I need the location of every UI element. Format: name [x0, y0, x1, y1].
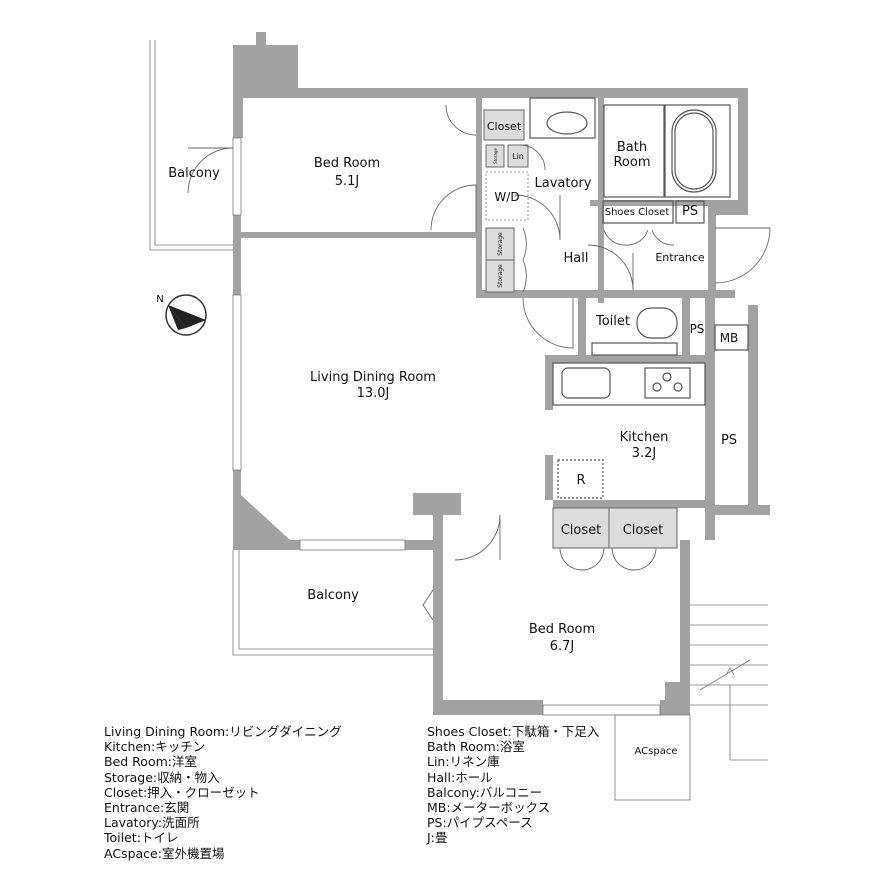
closet-top — [483, 109, 525, 141]
legend-item: Lavatory:洗面所 — [104, 815, 200, 831]
storage-small — [485, 144, 505, 168]
legend-item: PS:パイプスペース — [427, 815, 533, 831]
storage-small-label: Storage — [493, 148, 498, 164]
ps-box-1 — [675, 200, 705, 224]
bed-room-2-label: Bed Room — [529, 622, 595, 637]
balcony-outline-bottom — [232, 550, 433, 656]
kitchen-size: 3.2J — [632, 446, 657, 461]
bathtub — [664, 104, 731, 198]
balcony-2-label: Balcony — [307, 588, 359, 603]
legend-item: J:畳 — [427, 830, 448, 846]
washer-space — [485, 171, 529, 221]
living-label: Living Dining Room — [310, 370, 436, 385]
living-size: 13.0J — [357, 386, 390, 401]
bath-floor — [603, 104, 665, 198]
closet-1 — [552, 507, 610, 549]
legend-item: Closet:押入・クローゼット — [104, 784, 260, 800]
hall-label: Hall — [564, 251, 589, 266]
balcony-1-label: Balcony — [168, 166, 220, 181]
fridge-space — [557, 459, 604, 499]
shoes-closet-box — [602, 200, 674, 224]
toilet-fixture — [591, 307, 678, 356]
fridge-label: R — [576, 473, 585, 488]
north-label: N — [156, 294, 163, 305]
closet-top-label: Closet — [487, 120, 522, 133]
legend-item: Bed Room:洋室 — [104, 754, 197, 770]
doors — [187, 104, 771, 621]
storage-2-label: Storage — [497, 264, 504, 288]
ps-3-label: PS — [721, 433, 737, 448]
legend-item: Lin:リネン庫 — [427, 754, 500, 770]
legend-item: MB:メーターボックス — [427, 800, 551, 816]
lavatory-label: Lavatory — [535, 176, 592, 191]
legend-item: Storage:収納・物入 — [104, 769, 220, 785]
windows — [232, 137, 661, 716]
kitchen-counter — [552, 362, 706, 406]
north-compass-icon: N — [156, 294, 207, 336]
storage-1-label: Storage — [497, 232, 504, 256]
legend-item: Kitchen:キッチン — [104, 739, 206, 755]
legend-right: Shoes Closet:下駄箱・下足入 Bath Room:浴室 Lin:リネ… — [427, 724, 599, 846]
balcony-outline-top — [149, 40, 233, 251]
lin-label: Lin — [512, 152, 524, 161]
kitchen-label: Kitchen — [620, 430, 669, 445]
closet-2 — [608, 507, 678, 549]
bed-room-2-size: 6.7J — [550, 639, 575, 654]
walls — [233, 32, 770, 715]
entrance-label: Entrance — [655, 251, 705, 264]
wd-label: W/D — [494, 190, 519, 204]
legend-item: Entrance:玄関 — [104, 800, 190, 816]
mb-box — [714, 324, 749, 351]
ps-1-label: PS — [682, 204, 698, 219]
bed-room-1-label: Bed Room — [314, 156, 380, 171]
shoes-closet-label: Shoes Closet — [605, 207, 670, 218]
toilet-label: Toilet — [595, 314, 630, 329]
legend-item: ACspace:室外機置場 — [104, 845, 225, 861]
bed-room-1-size: 5.1J — [335, 174, 360, 189]
legend-item: Balcony:バルコニー — [427, 784, 543, 800]
closet-2-label: Closet — [623, 523, 664, 538]
stairs — [690, 604, 768, 761]
mb-label: MB — [720, 331, 739, 345]
legend-item: Shoes Closet:下駄箱・下足入 — [427, 724, 600, 739]
legend-item: Bath Room:浴室 — [427, 739, 525, 755]
legend-left: Living Dining Room:リビングダイニング Kitchen:キッチ… — [104, 724, 342, 861]
acspace-area — [614, 714, 691, 801]
storage-2 — [485, 259, 515, 293]
ps-2-label: PS — [690, 322, 705, 336]
legend-item: Hall:ホール — [427, 769, 493, 785]
legend-item: Living Dining Room:リビングダイニング — [104, 724, 342, 739]
wash-basin — [529, 97, 596, 139]
closet-1-label: Closet — [561, 523, 602, 538]
legend-item: Toilet:トイレ — [104, 830, 179, 846]
acspace-label: ACspace — [635, 746, 678, 757]
lin-closet — [507, 144, 529, 168]
